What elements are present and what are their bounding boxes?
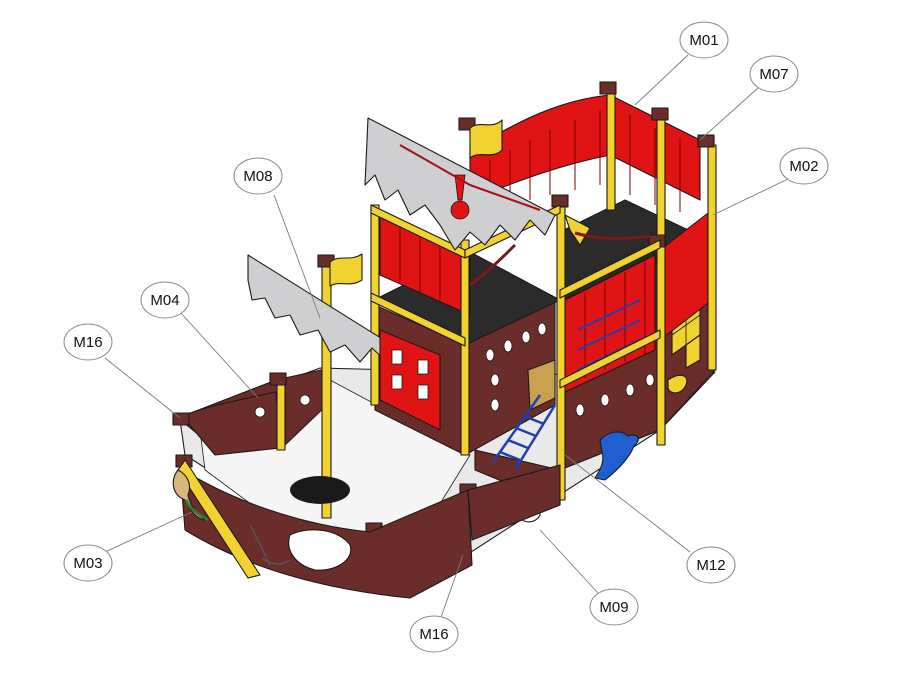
callout-m04: M04 [140,281,190,319]
svg-text:M02: M02 [789,158,818,175]
callout-m08: M08 [233,157,283,195]
yellow-posts [276,89,717,519]
svg-text:M03: M03 [73,555,102,572]
flag-wheel-handle [564,214,591,246]
fore-sail [247,254,393,363]
mermaid-figurehead [172,469,206,521]
callout-m07: M07 [749,55,799,93]
skull-emblem [399,144,541,220]
callout-m01: M01 [679,21,729,59]
svg-text:M04: M04 [150,292,179,309]
svg-text:M16: M16 [73,334,102,351]
svg-text:M16: M16 [419,626,448,643]
dolphin-panel [594,431,639,481]
bow-hull-left [177,459,261,579]
mast-base-disc [290,476,350,504]
leader-lines [104,54,791,621]
porthole [299,394,311,406]
flag-rear [469,119,503,159]
callout-m16-lower: M16 [409,615,459,653]
rope-net [527,359,556,411]
callout-m02: M02 [779,147,829,185]
rope-rear [574,231,651,241]
anchor [249,524,291,566]
svg-text:M01: M01 [689,32,718,49]
callout-m16-upper: M16 [63,323,113,361]
bow-cutout [288,529,352,571]
ladder [491,394,557,471]
front-railing [379,209,656,393]
svg-text:M07: M07 [759,66,788,83]
porthole [254,406,266,418]
bow-hull-right [467,464,561,541]
tower-portholes [575,373,655,417]
cabin-portholes [485,322,547,412]
svg-text:M08: M08 [243,168,272,185]
svg-text:M12: M12 [696,557,725,574]
callout-m09: M09 [589,588,639,626]
pirate-ship-illustration [172,81,717,599]
climbing-holes [391,349,429,400]
flag-mast [329,253,363,287]
rope-upper [469,243,517,287]
callout-m12: M12 [686,546,736,584]
svg-text:M09: M09 [599,599,628,616]
callout-m03: M03 [63,544,113,582]
mermaid-tail [184,499,209,522]
